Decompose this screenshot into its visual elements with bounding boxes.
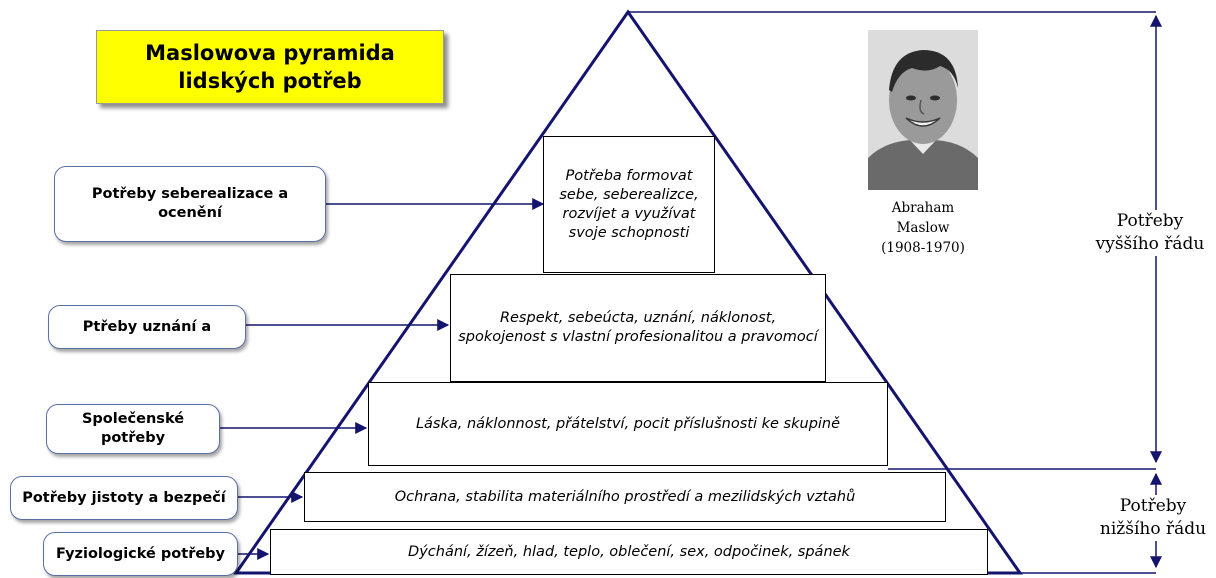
side-label-self-actualization: Potřeby seberealizace a ocenění	[54, 166, 326, 242]
side-label-social: Společenské potřeby	[46, 404, 220, 454]
portrait-caption: Abraham Maslow (1908-1970)	[848, 198, 998, 258]
side-label-safety: Potřeby jistoty a bezpečí	[10, 476, 238, 520]
level-esteem: Respekt, sebeúcta, uznání, náklonost, sp…	[450, 274, 826, 382]
diagram-title: Maslowova pyramida lidských potřeb	[96, 30, 444, 104]
title-line-1: Maslowova pyramida	[145, 41, 395, 65]
side-label-physiological: Fyziologické potřeby	[43, 532, 238, 576]
caption-name-2: Maslow	[896, 220, 950, 236]
level-safety: Ochrana, stabilita materiálního prostřed…	[304, 472, 946, 522]
portrait-photo	[868, 30, 978, 190]
side-label-esteem: Ptřeby uznání a	[48, 305, 246, 349]
level-belonging: Láska, náklonnost, přátelství, pocit pří…	[368, 382, 888, 466]
title-line-2: lidských potřeb	[178, 69, 362, 93]
level-self-actualization: Potřeba formovat sebe, seberealizce, roz…	[543, 136, 715, 273]
caption-name-1: Abraham	[891, 200, 955, 216]
caption-years: (1908-1970)	[881, 240, 965, 256]
level-physiological: Dýchání, žízeň, hlad, teplo, oblečení, s…	[270, 529, 988, 575]
portrait-icon	[868, 30, 978, 190]
higher-needs-label: Potřeby vyššího řádu	[1084, 210, 1216, 256]
lower-needs-label: Potřeby nižšího řádu	[1090, 495, 1216, 541]
